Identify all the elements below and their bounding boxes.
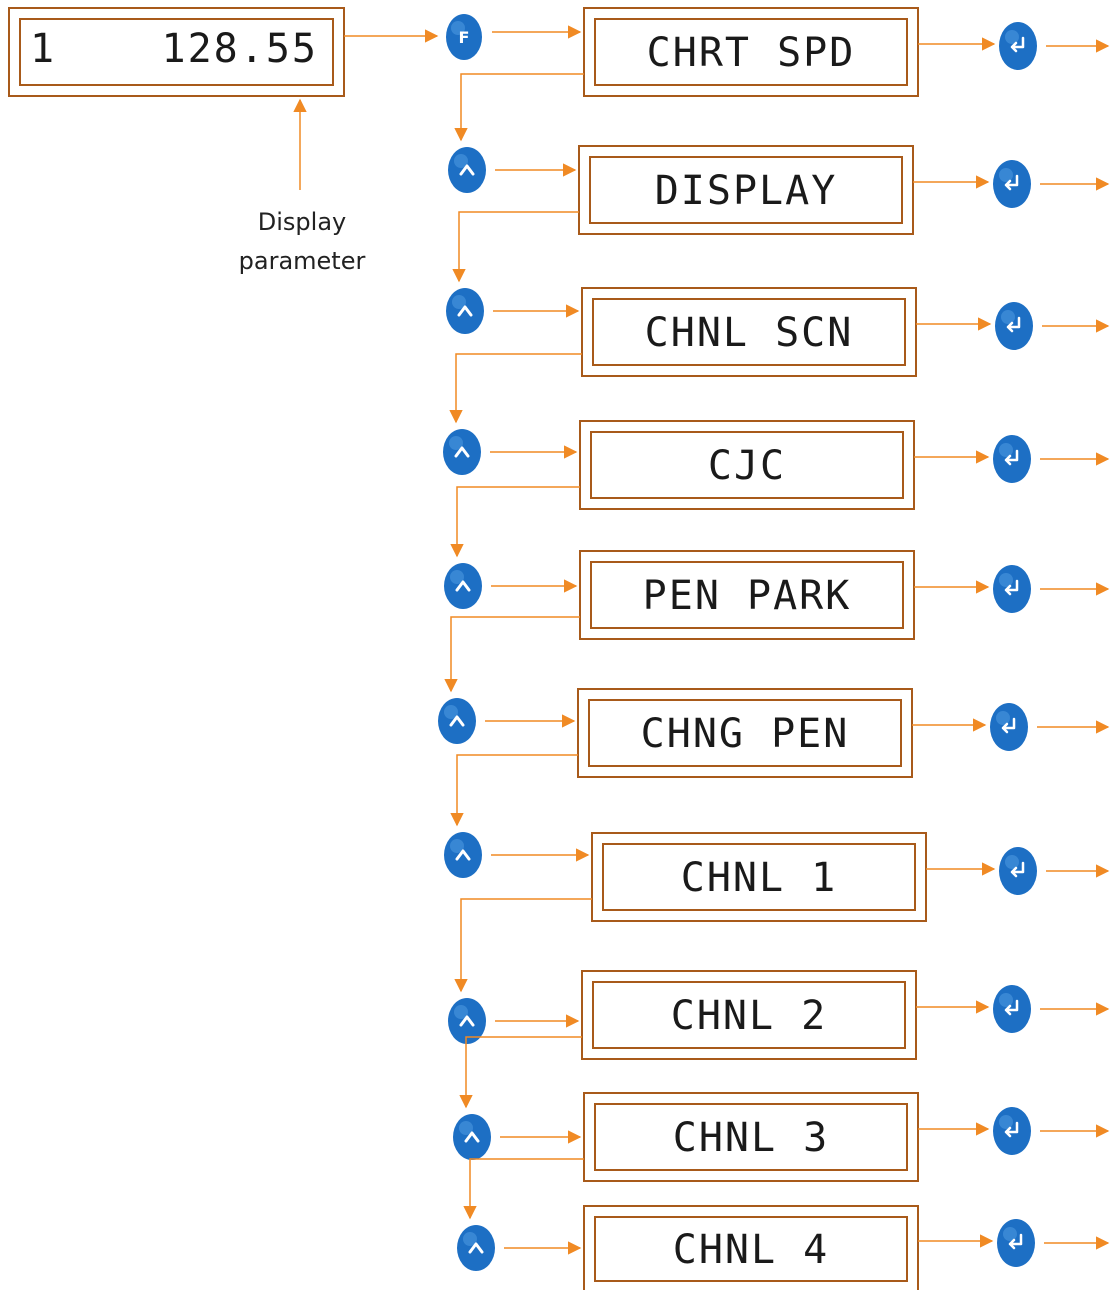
enter-icon [1004,1121,1019,1138]
enter-button-shine-10 [1003,1227,1017,1241]
menu-box-outer-2 [578,145,914,235]
menu-box-inner-5 [590,561,904,629]
down-connector-6 [450,754,578,827]
up-button-8[interactable] [448,998,486,1044]
up-button-10[interactable] [457,1225,495,1271]
function-button[interactable]: F [446,14,482,60]
menu-box-inner-8 [592,981,906,1049]
menu-box-outer-5 [579,550,915,640]
down-connector-9 [463,1158,584,1220]
up-arrow-icon [464,1131,480,1143]
up-button-2[interactable] [448,147,486,193]
enter-button-shine-9 [999,1115,1013,1129]
menu-box-inner-4 [590,431,904,499]
down-connector-4 [450,486,580,558]
up-arrow-icon [454,446,470,458]
main-display-channel: 1 [30,26,56,72]
up-arrow-icon [449,715,465,727]
menu-box-outer-10 [583,1205,919,1290]
up-arrow-icon [455,580,471,592]
enter-button-shine-2 [999,168,1013,182]
down-connector-2 [452,211,579,283]
caption-line-1: Display [258,208,346,236]
enter-icon [1010,861,1025,878]
enter-icon [1001,717,1016,734]
up-arrow-icon [455,849,471,861]
up-arrow-icon [457,305,473,317]
enter-icon [1004,579,1019,596]
enter-icon [1004,449,1019,466]
menu-box-outer-9 [583,1092,919,1182]
function-button-shine [451,21,465,35]
menu-box-inner-2 [589,156,903,224]
up-button-shine-7 [450,839,464,853]
up-arrow-icon [468,1242,484,1254]
enter-button-shine-3 [1001,310,1015,324]
menu-label-10: CHNL 4 [673,1227,830,1273]
up-button-3[interactable] [446,288,484,334]
menu-label-1: CHRT SPD [647,30,856,76]
menu-box-outer-7 [591,832,927,922]
menu-rows: CHRT SPD DISPLAY CHNL SCN CJC PEN PARK CHNG P… [438,7,1110,1290]
up-button-shine-10 [463,1232,477,1246]
menu-box-inner-1 [594,18,908,86]
menu-label-9: CHNL 3 [673,1115,830,1161]
up-button-shine-8 [454,1005,468,1019]
enter-button-shine-4 [999,443,1013,457]
enter-icon [1008,1233,1023,1250]
enter-icon [1004,174,1019,191]
menu-label-7: CHNL 1 [681,855,838,901]
up-button-shine-4 [449,436,463,450]
caption-line-2: parameter [239,247,366,275]
up-button-shine-2 [454,154,468,168]
main-display: 1 128.55 [8,7,345,97]
enter-button-shine-1 [1005,30,1019,44]
down-connector-5 [444,616,580,693]
menu-box-inner-3 [592,298,906,366]
down-connector-3 [449,353,582,424]
down-connector-7 [454,898,592,993]
menu-box-inner-9 [594,1103,908,1171]
enter-button-shine-6 [996,711,1010,725]
down-connector-1 [454,73,584,142]
up-arrow-icon [459,164,475,176]
menu-box-inner-7 [602,843,916,911]
up-button-shine-6 [444,705,458,719]
function-button-label: F [459,28,470,47]
up-button-9[interactable] [453,1114,491,1160]
main-display-value: 128.55 [162,26,319,72]
enter-icon [1006,316,1021,333]
menu-box-inner-10 [594,1216,908,1282]
menu-label-6: CHNG PEN [641,711,850,757]
menu-label-2: DISPLAY [655,168,838,214]
menu-label-5: PEN PARK [643,573,852,619]
menu-box-outer-8 [581,970,917,1060]
main-display-inner-border [19,18,334,86]
up-button-5[interactable] [444,563,482,609]
menu-box-inner-6 [588,699,902,767]
enter-icon [1010,36,1025,53]
menu-box-outer-1 [583,7,919,97]
menu-box-outer-3 [581,287,917,377]
up-button-4[interactable] [443,429,481,475]
up-button-7[interactable] [444,832,482,878]
menu-box-outer-6 [577,688,913,778]
enter-button-shine-5 [999,573,1013,587]
menu-label-8: CHNL 2 [671,993,828,1039]
up-arrow-icon [459,1015,475,1027]
enter-icon [1004,999,1019,1016]
function-button-body[interactable] [446,14,482,60]
main-display-outer-border [8,7,345,97]
enter-button-shine-8 [999,993,1013,1007]
menu-label-4: CJC [708,443,786,489]
up-button-shine-9 [459,1121,473,1135]
down-connector-8 [459,1036,582,1109]
menu-label-3: CHNL SCN [645,310,854,356]
enter-button-shine-7 [1005,855,1019,869]
menu-box-outer-4 [579,420,915,510]
up-button-shine-5 [450,570,464,584]
up-button-shine-3 [452,295,466,309]
up-button-6[interactable] [438,698,476,744]
